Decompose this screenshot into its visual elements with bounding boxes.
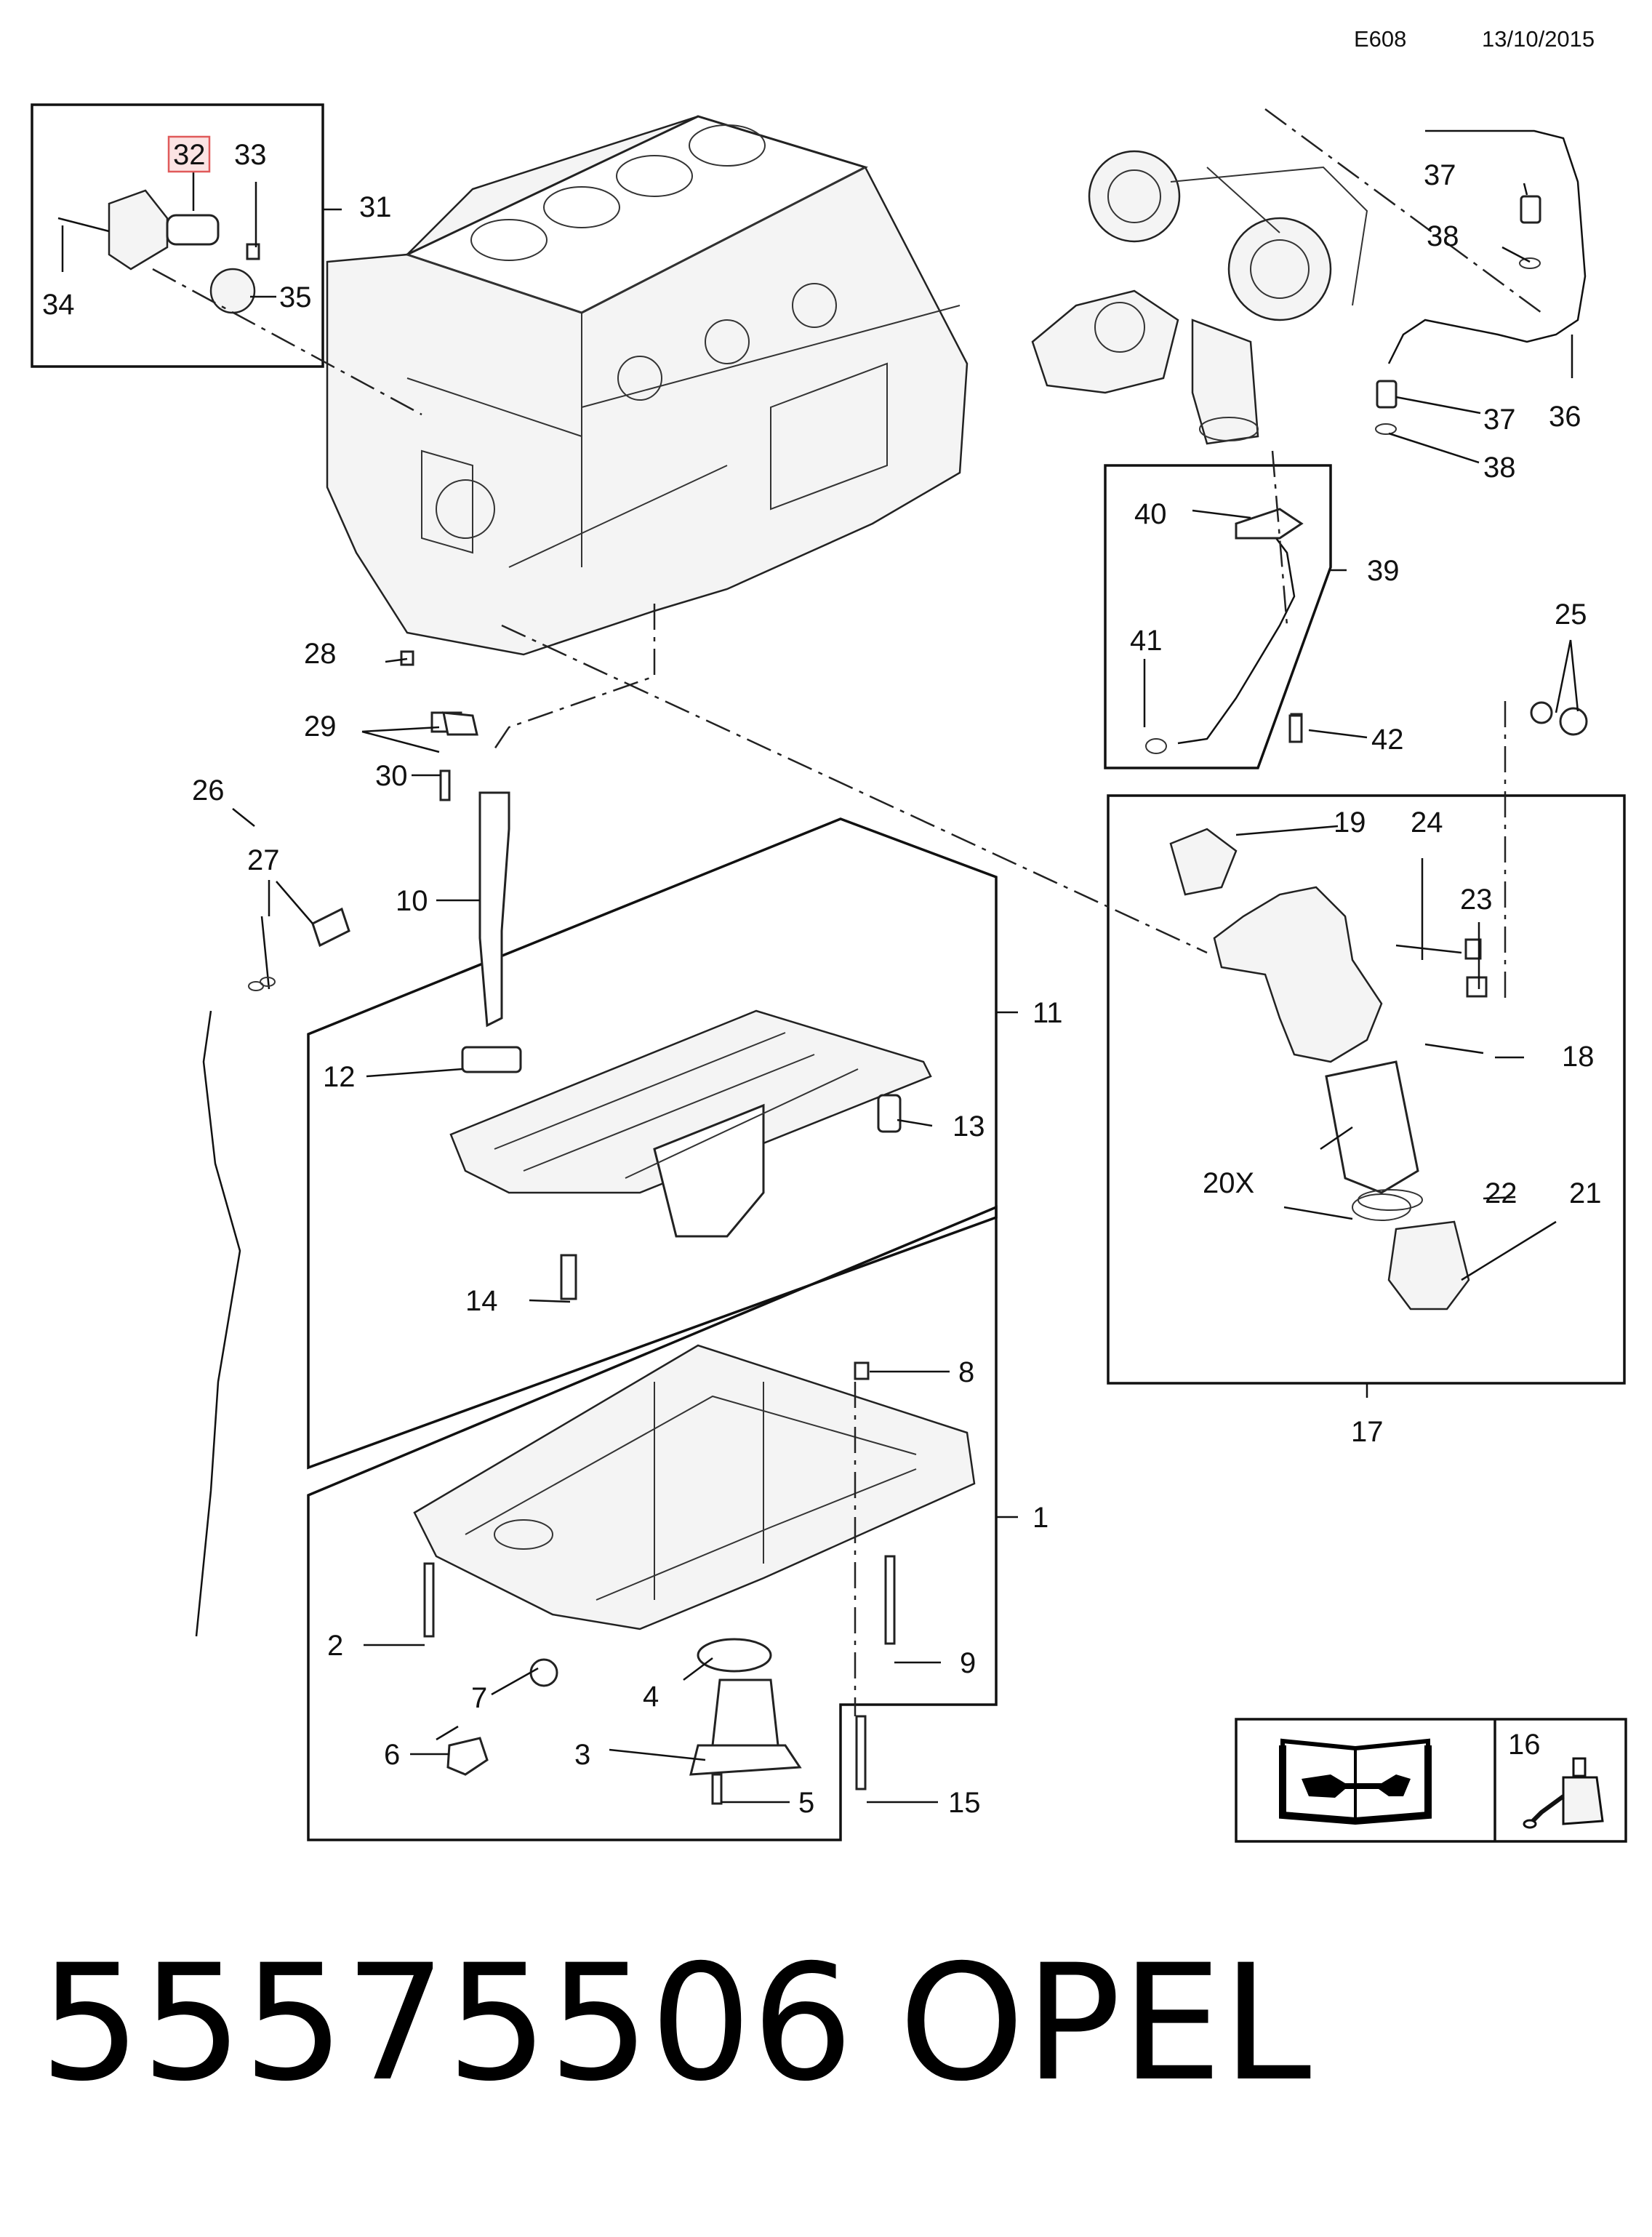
callout-21: 21 (1569, 1177, 1602, 1209)
callout-30: 30 (375, 760, 408, 792)
part-number: 55575506 (39, 1930, 854, 2116)
callout-38-top: 38 (1427, 220, 1459, 252)
group-box-1 (307, 1205, 998, 1841)
callout-12: 12 (323, 1061, 356, 1093)
callout-7: 7 (471, 1682, 487, 1714)
callout-9: 9 (960, 1647, 976, 1679)
group-box-31 (31, 103, 324, 368)
callout-42: 42 (1371, 724, 1404, 756)
callout-15: 15 (948, 1787, 981, 1819)
callout-26: 26 (192, 775, 225, 807)
sealant-tube-icon (1523, 1757, 1604, 1829)
dipstick-tube (478, 791, 510, 1028)
callout-5: 5 (798, 1787, 814, 1819)
group-box-11 (307, 817, 998, 1470)
callout-8: 8 (958, 1356, 974, 1388)
callout-37-bottom: 37 (1483, 404, 1516, 436)
callout-16: 16 (1508, 1729, 1541, 1761)
callout-28: 28 (304, 638, 337, 670)
callout-1: 1 (1032, 1502, 1048, 1534)
callout-33: 33 (234, 139, 267, 171)
callout-35: 35 (279, 281, 312, 313)
callout-2: 2 (327, 1630, 343, 1662)
oil-pressure-valve (57, 189, 260, 314)
callout-4: 4 (643, 1681, 659, 1713)
callout-31: 31 (359, 191, 392, 223)
highlighted-callout-32 (167, 135, 211, 173)
oil-feed-pipe (1387, 129, 1587, 364)
diagram-date: 13/10/2015 (1482, 26, 1595, 52)
callout-6: 6 (384, 1739, 400, 1771)
engine-block (326, 115, 969, 656)
legend-box (1235, 1718, 1627, 1843)
callout-40: 40 (1134, 498, 1167, 530)
callout-22: 22 (1485, 1177, 1517, 1209)
callout-10: 10 (396, 885, 428, 917)
callout-24: 24 (1411, 807, 1443, 839)
callout-19: 19 (1334, 807, 1366, 839)
callout-3: 3 (574, 1739, 590, 1771)
diagram-code: E608 (1354, 26, 1407, 52)
sensor-29 (442, 711, 478, 736)
callout-41: 41 (1130, 625, 1163, 657)
callout-11: 11 (1032, 997, 1063, 1029)
callout-34: 34 (42, 289, 75, 321)
upper-oil-pan (449, 1009, 932, 1300)
plug-28 (400, 650, 414, 666)
brand-name: OPEL (899, 1930, 1312, 2116)
callout-25: 25 (1555, 599, 1587, 631)
dipstick (195, 1010, 241, 1637)
turbocharger (1031, 150, 1368, 445)
callout-37-top: 37 (1424, 159, 1456, 191)
callout-20x: 20X (1203, 1167, 1254, 1199)
callout-39: 39 (1367, 555, 1400, 587)
callout-38-bottom: 38 (1483, 452, 1516, 484)
oil-return-pipe (1177, 523, 1296, 745)
callout-27: 27 (247, 844, 280, 876)
bolt-42 (1288, 714, 1303, 743)
alignment-centerlines (152, 108, 1542, 1716)
callout-13: 13 (953, 1111, 985, 1142)
lower-oil-pan (413, 1344, 976, 1805)
callout-23: 23 (1460, 884, 1493, 916)
callout-36: 36 (1549, 401, 1581, 433)
service-manual-icon (1279, 1738, 1432, 1825)
callout-18: 18 (1562, 1041, 1595, 1073)
oil-filter-housing (1169, 701, 1588, 1310)
callout-32: 32 (173, 139, 206, 171)
callout-29: 29 (304, 711, 337, 743)
callout-14: 14 (465, 1285, 498, 1317)
leader-lines (61, 172, 1579, 1804)
bolt-30 (439, 769, 451, 801)
callout-17: 17 (1351, 1416, 1384, 1448)
group-box-39 (1104, 464, 1332, 769)
